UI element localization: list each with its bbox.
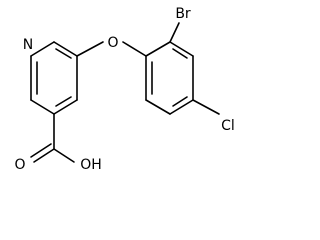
bond-pyridine-c2-c3 [53,41,78,57]
nitrogen-label: N [23,37,33,53]
atom-labels: N O Br Cl O OH [14,6,234,173]
bond-benzene-c2-c3 [169,41,194,57]
bond-pyridine-n-c2 [30,41,55,57]
ether-oxygen-label: O [107,35,118,51]
carbonyl-oxygen-label: O [14,157,25,173]
bond-carbonyl-single [33,148,55,163]
chemical-structure: N O Br Cl O OH [14,6,234,173]
bond-benzene-c4-c5 [169,99,194,115]
bond-o-aryl [122,41,147,57]
chlorine-label: Cl [221,118,235,134]
bond-benzene-c5-c6 [145,99,171,115]
bond-lines [30,22,220,163]
bond-bromo [169,22,180,43]
bond-pyridine-double-1 [55,48,72,59]
bond-hydroxyl [53,148,75,163]
bond-pyridine-c5-c6 [30,99,55,115]
bond-chloro [192,99,220,115]
bond-benzene-double-1 [172,48,188,59]
bond-pyridine-c4-c5 [53,99,78,115]
bond-c3-o [76,41,104,57]
bond-benzene-c1-c2 [145,41,171,57]
hydroxyl-label: OH [80,157,102,173]
bond-benzene-double-2 [172,96,188,107]
bond-pyridine-double-2 [55,96,72,107]
bromine-label: Br [175,6,191,22]
bond-carbonyl-double [30,143,52,158]
